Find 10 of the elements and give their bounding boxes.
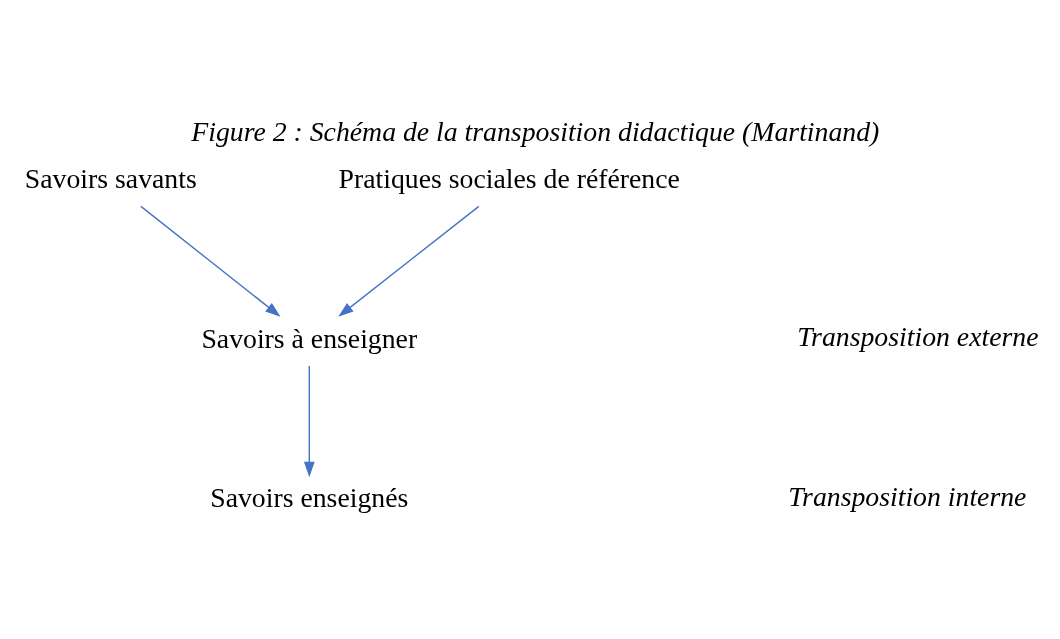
- arrow: [303, 364, 315, 477]
- node-text: Savoirs savants: [24, 162, 197, 194]
- label: Transposition interne: [788, 480, 1027, 512]
- arrow: [338, 205, 480, 317]
- arrow: [140, 205, 281, 317]
- node-text: Savoirs enseignés: [210, 481, 409, 513]
- label: Transposition externe: [797, 320, 1039, 352]
- node-text: Pratiques sociales de référence: [338, 162, 680, 194]
- node-text: Savoirs à enseigner: [201, 322, 418, 354]
- diagram-title: Figure 2 : Schéma de la transposition didactique (Martinand): [191, 115, 880, 147]
